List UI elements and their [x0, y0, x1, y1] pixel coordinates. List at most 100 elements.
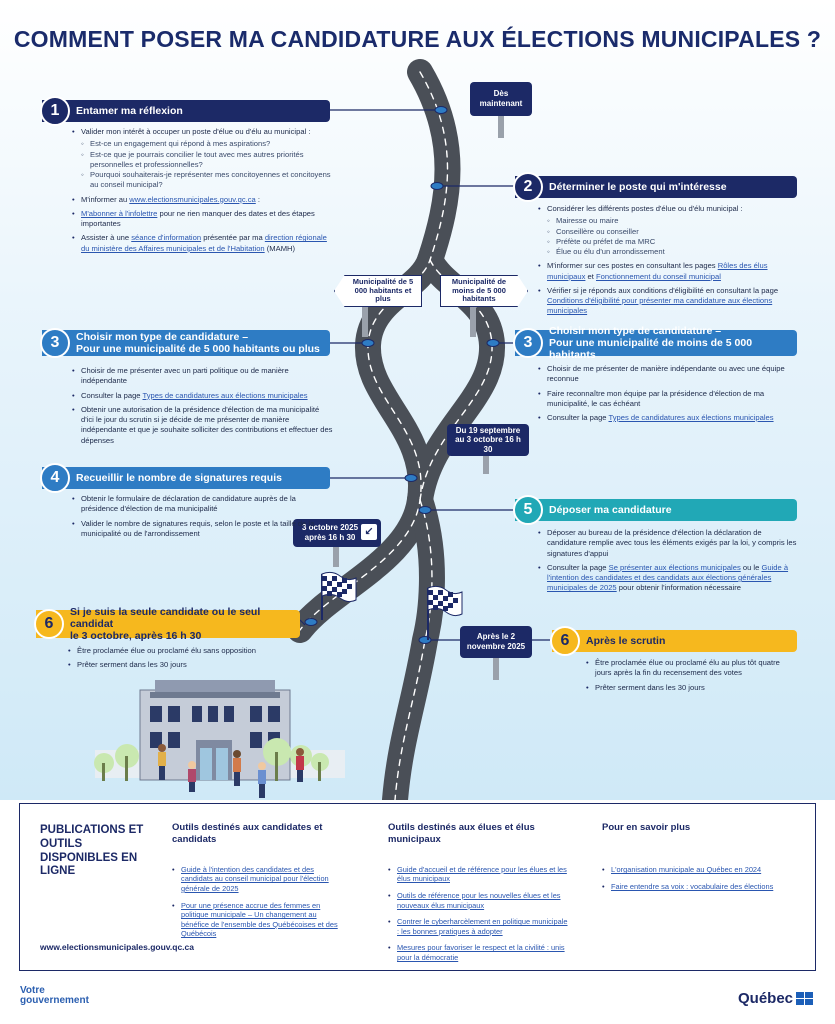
website-link[interactable]: www.electionsmunicipales.gouv.qc.ca: [129, 194, 256, 204]
candidate-tools-column: Outils destinés aux candidates et candid…: [172, 822, 342, 946]
publication-link[interactable]: Contrer le cyberharcèlement en politique…: [388, 917, 568, 936]
sign-september: Du 19 septembre au 3 octobre 16 h 30: [447, 424, 529, 456]
list-item: Vérifier si je réponds aux conditions d'…: [538, 286, 800, 317]
road-illustration: [94, 59, 550, 800]
step-3a-header: 3 Choisir mon type de candidature – Pour…: [40, 328, 330, 358]
publication-link[interactable]: Pour une présence accrue des femmes en p…: [172, 901, 342, 940]
candidate-guide-link[interactable]: Guide à l'intention des candidates et de…: [547, 562, 789, 593]
step-6a-list: Être proclamée élue ou proclamé élu sans…: [68, 646, 308, 675]
list-item: Obtenir une autorisation de la présidenc…: [72, 405, 334, 446]
elected-tools-column: Outils destinés aux élues et élus munici…: [388, 822, 568, 970]
quebec-flag-icon: [796, 992, 814, 1005]
step-5-header: 5 Déposer ma candidature: [513, 495, 797, 525]
sub-item: Est-ce un engagement qui répond à mes as…: [81, 139, 334, 150]
candidacy-types-link[interactable]: Types de candidatures aux élections muni…: [142, 390, 308, 400]
list-item: Valider le nombre de signatures requis, …: [72, 519, 317, 540]
footer-website-link[interactable]: www.electionsmunicipales.gouv.qc.ca: [40, 942, 194, 952]
step-2-header: 2 Déterminer le poste qui m'intéresse: [513, 172, 797, 202]
quebec-logo: Québec: [738, 990, 814, 1007]
publication-link[interactable]: L'organisation municipale au Québec en 2…: [602, 865, 792, 875]
step-2-list: Considérer les différents postes d'élue …: [538, 204, 800, 321]
step-6b-list: Être proclamée élue ou proclamé élu au p…: [586, 658, 796, 697]
publication-link[interactable]: Guide à l'intention des candidates et de…: [172, 865, 342, 894]
info-session-link[interactable]: séance d'information: [131, 233, 202, 243]
learn-more-column: Pour en savoir plus L'organisation munic…: [602, 822, 792, 899]
column-heading: Pour en savoir plus: [602, 822, 691, 833]
sub-item: Mairesse ou maire: [547, 216, 800, 227]
sign-under-5000-post: [470, 307, 476, 337]
publication-link[interactable]: Outils de référence pour les nouvelles é…: [388, 891, 568, 910]
list-item: M'informer au www.electionsmunicipales.g…: [72, 194, 334, 206]
step-number: 5: [513, 495, 543, 525]
list-item: Être proclamée élue ou proclamé élu au p…: [586, 658, 796, 679]
sign-now-post: [498, 116, 504, 138]
list-item: Être proclamée élue ou proclamé élu sans…: [68, 646, 308, 657]
step-1-header: 1 Entamer ma réflexion: [40, 96, 330, 126]
list-item: Obtenir le formulaire de déclaration de …: [72, 494, 317, 515]
eligibility-link[interactable]: Conditions d'éligibilité pour présenter …: [547, 296, 773, 316]
step-1-list: Valider mon intérêt à occuper un poste d…: [72, 127, 334, 258]
publications-title: PUBLICATIONS ET OUTILS DISPONIBLES EN LI…: [40, 824, 144, 878]
step-title-line1: Choisir mon type de candidature –: [76, 330, 249, 343]
sub-item: Est-ce que je pourrais concilier le tout…: [81, 150, 334, 171]
list-item: Consulter la page Types de candidatures …: [72, 390, 334, 402]
finish-flag-left-icon: [321, 571, 357, 620]
sign-under-5000: Municipalité de moins de 5 000 habitants: [440, 275, 528, 307]
regional-direction-link[interactable]: direction régionale du ministère des Aff…: [81, 233, 327, 253]
list-item: Consulter la page Se présenter aux élect…: [538, 563, 800, 594]
step-title-line1: Si je suis la seule candidate ou le seul…: [70, 605, 261, 630]
step-number: 4: [40, 463, 70, 493]
step-6a-header: 6 Si je suis la seule candidate ou le se…: [34, 606, 300, 642]
list-item: Prêter serment dans les 30 jours: [68, 660, 308, 671]
list-item: Faire reconnaître mon équipe par la prés…: [538, 389, 800, 410]
run-for-office-link[interactable]: Se présenter aux élections municipales: [608, 562, 741, 572]
sign-november-2: Après le 2 novembre 2025: [460, 626, 532, 658]
publication-link[interactable]: Guide d'accueil et de référence pour les…: [388, 865, 568, 884]
step-number: 6: [34, 609, 64, 639]
step-number: 6: [550, 626, 580, 656]
list-item: M'abonner à l'infolettre pour ne rien ma…: [72, 209, 334, 230]
publication-link[interactable]: Faire entendre sa voix : vocabulaire des…: [602, 882, 792, 892]
step-number: 3: [513, 328, 543, 358]
step-title: Entamer ma réflexion: [76, 104, 183, 117]
sign-over-5000-post: [362, 307, 368, 337]
council-link[interactable]: Fonctionnement du conseil municipal: [595, 271, 721, 281]
step-4-header: 4 Recueillir le nombre de signatures req…: [40, 463, 330, 493]
sub-item: Élue ou élu d'un arrondissement: [547, 247, 800, 258]
newsletter-link[interactable]: M'abonner à l'infolettre: [81, 208, 158, 218]
step-title: Déterminer le poste qui m'intéresse: [549, 180, 727, 193]
step-6b-header: 6 Après le scrutin: [550, 626, 797, 656]
votre-gouvernement-logo: Votre gouvernement: [20, 985, 89, 1006]
list-item: Consulter la page Types de candidatures …: [538, 413, 800, 424]
list-item: Prêter serment dans les 30 jours: [586, 683, 796, 694]
list-item: Valider mon intérêt à occuper un poste d…: [72, 127, 334, 191]
step-title-line1: Choisir mon type de candidature –: [549, 324, 722, 337]
finish-flag-right-icon: [427, 585, 463, 640]
step-3a-list: Choisir de me présenter avec un parti po…: [72, 366, 334, 450]
step-4-list: Obtenir le formulaire de déclaration de …: [72, 494, 317, 543]
sign-now: Dès maintenant: [470, 82, 532, 116]
step-number: 1: [40, 96, 70, 126]
publication-link[interactable]: Mesures pour favoriser le respect et la …: [388, 943, 568, 962]
sub-item: Préfète ou préfet de ma MRC: [547, 237, 800, 248]
publications-panel: PUBLICATIONS ET OUTILS DISPONIBLES EN LI…: [19, 803, 816, 971]
city-hall-illustration: [94, 680, 345, 798]
sub-item: Conseillère ou conseiller: [547, 227, 800, 238]
column-heading: Outils destinés aux candidates et candid…: [172, 822, 323, 846]
step-number: 3: [40, 328, 70, 358]
candidacy-types-link[interactable]: Types de candidatures aux élections muni…: [608, 413, 774, 422]
list-item: Choisir de me présenter de manière indép…: [538, 364, 800, 385]
sign-november-2-post: [493, 658, 499, 680]
step-title: Après le scrutin: [586, 634, 666, 647]
arrow-down-left-icon: ↙: [361, 524, 377, 540]
list-item: Choisir de me présenter avec un parti po…: [72, 366, 334, 387]
roles-link[interactable]: Rôles des élus municipaux: [547, 261, 768, 281]
step-number: 2: [513, 172, 543, 202]
sign-over-5000: Municipalité de 5 000 habitants et plus: [334, 275, 422, 307]
column-heading: Outils destinés aux élues et élus munici…: [388, 822, 535, 846]
sign-now-text: Dès maintenant: [479, 89, 523, 108]
page-title: COMMENT POSER MA CANDIDATURE AUX ÉLECTIO…: [13, 26, 822, 52]
step-title: Déposer ma candidature: [549, 503, 672, 516]
step-title-line2: Pour une municipalité de moins de 5 000 …: [549, 336, 753, 362]
step-3b-list: Choisir de me présenter de manière indép…: [538, 364, 800, 427]
